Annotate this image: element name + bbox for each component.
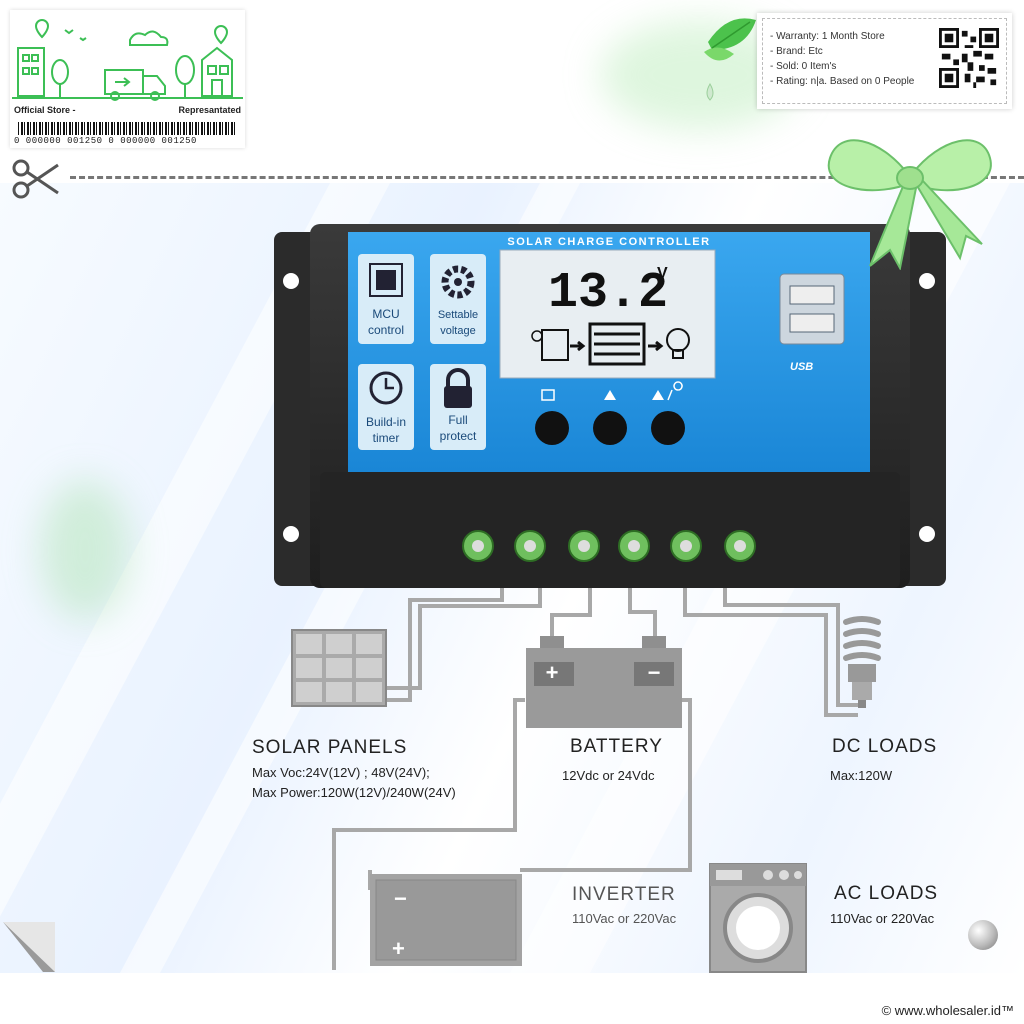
feature-settable-voltage: Settable voltage (430, 254, 486, 344)
mount-hole (919, 526, 935, 542)
ribbon-bow-icon (827, 139, 992, 270)
solar-panels-title: SOLAR PANELS (252, 737, 408, 758)
up-arrow-icon (604, 390, 616, 400)
rating-text: - Rating: n|a. Based on 0 People (770, 76, 915, 87)
svg-text:control: control (368, 323, 404, 337)
brand-text: - Brand: Etc (770, 46, 823, 57)
feature-protect: Full protect (430, 364, 486, 450)
usb-label: USB (790, 361, 813, 373)
up-button (593, 390, 627, 445)
lock-icon (446, 368, 470, 388)
city-delivery-illustration (12, 19, 243, 101)
scissors-icon (12, 159, 59, 199)
charge-controller: SOLAR CHARGE CONTROLLER MCU control Sett… (274, 224, 946, 588)
solar-voc-spec: Max Voc:24V(12V) ; 48V(24V); (252, 765, 430, 780)
warranty-text: - Warranty: 1 Month Store (770, 31, 885, 42)
barcode-number: 0 000000 001250 0 000000 001250 (14, 136, 197, 146)
battery-icon (588, 322, 646, 366)
leaf-icon (704, 18, 756, 101)
lcd-unit: V (657, 265, 668, 282)
svg-text:Full: Full (448, 413, 467, 427)
minus-icon: − (394, 886, 407, 911)
mount-hole (919, 273, 935, 289)
cfl-bulb-icon (843, 616, 881, 708)
lcd-screen (499, 249, 716, 379)
sold-text: - Sold: 0 Item's (770, 61, 837, 72)
chip-icon (369, 263, 403, 297)
page-peel-icon (3, 922, 55, 972)
store-card: Official Store - Represantated 0 000000 … (10, 10, 245, 148)
battery-spec: 12Vdc or 24Vdc (562, 768, 655, 783)
set-icon (652, 390, 664, 400)
inverter-graphic: − + (370, 874, 522, 966)
svg-text:Settable: Settable (438, 309, 478, 321)
clock-icon (369, 371, 403, 405)
qr-code (939, 28, 999, 88)
store-label: Official Store - (14, 105, 76, 115)
svg-text:voltage: voltage (440, 325, 475, 337)
controller-title: SOLAR CHARGE CONTROLLER (507, 236, 710, 248)
washing-machine-icon (709, 863, 807, 973)
solar-panel-graphic (291, 629, 387, 707)
svg-text:MCU: MCU (372, 307, 399, 321)
solar-panel-icon (541, 329, 569, 361)
mount-hole (283, 526, 299, 542)
minus-icon: − (648, 660, 661, 685)
mount-hole (283, 273, 299, 289)
feature-mcu: MCU control (358, 254, 414, 344)
svg-text:timer: timer (373, 431, 400, 445)
solar-power-spec: Max Power:120W(12V)/240W(24V) (252, 785, 456, 800)
menu-icon (541, 389, 555, 401)
menu-button (535, 389, 569, 445)
battery-graphic: + − (526, 636, 682, 728)
usb-port (779, 273, 845, 345)
chrome-button-icon (968, 920, 998, 950)
cut-line (70, 176, 1024, 179)
feature-timer: Build-in timer (358, 364, 414, 450)
represented-label: Represantated (178, 105, 241, 115)
product-info-card: - Warranty: 1 Month Store - Brand: Etc -… (757, 13, 1012, 109)
plus-icon: + (392, 936, 405, 961)
barcode (18, 122, 236, 135)
lcd-flow-icons (531, 322, 690, 366)
dc-loads-spec: Max:120W (830, 768, 893, 783)
green-glow (40, 480, 130, 620)
gear-icon (441, 265, 475, 299)
ac-loads-spec: 110Vac or 220Vac (830, 911, 935, 926)
set-button (651, 381, 685, 445)
inverter-spec: 110Vac or 220Vac (572, 911, 677, 926)
ac-loads-title: AC LOADS (834, 883, 939, 904)
lcd-voltage-value: 13.2 (548, 265, 668, 322)
battery-title: BATTERY (570, 736, 663, 757)
inverter-title: INVERTER (572, 884, 676, 905)
copyright-text: © www.wholesaler.id™ (881, 1003, 1014, 1018)
plus-icon: + (546, 660, 559, 685)
dc-loads-title: DC LOADS (832, 736, 938, 757)
svg-text:Build-in: Build-in (366, 415, 406, 429)
svg-text:protect: protect (440, 429, 477, 443)
